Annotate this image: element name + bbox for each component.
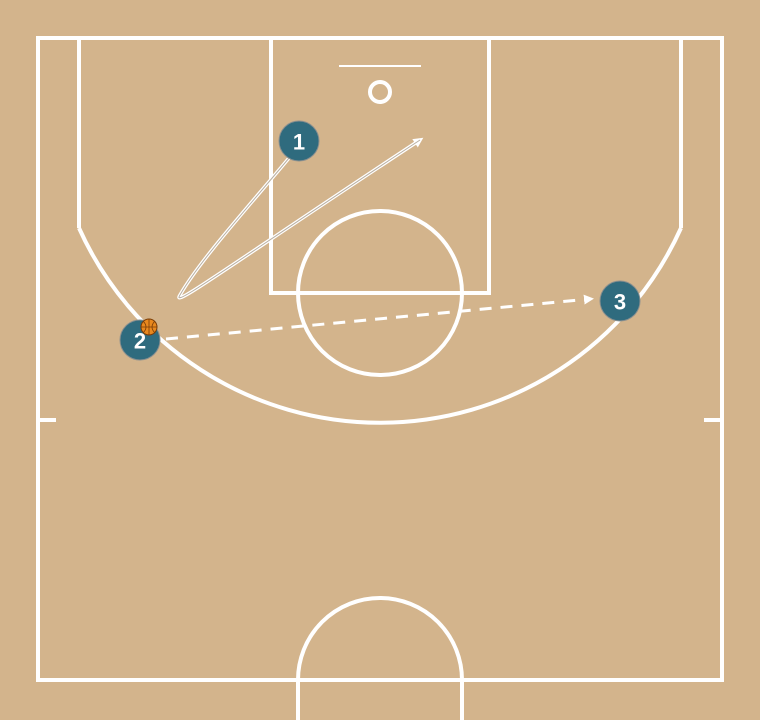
center-circle xyxy=(296,596,464,681)
pass-arrow-2-to-3 xyxy=(165,294,594,341)
three-point-arc xyxy=(77,227,683,425)
free-throw-lane xyxy=(269,36,491,295)
center-circle-lower xyxy=(296,680,464,720)
basket-rim xyxy=(368,80,392,104)
cut-arrow-shadow xyxy=(178,139,421,299)
basketball-icon xyxy=(140,318,158,336)
player-1[interactable]: 1 xyxy=(278,120,320,162)
player-3[interactable]: 3 xyxy=(599,280,641,322)
player-2-label: 2 xyxy=(134,329,146,354)
player-1-label: 1 xyxy=(293,130,305,155)
free-throw-circle xyxy=(296,209,464,377)
player-3-label: 3 xyxy=(614,290,626,315)
